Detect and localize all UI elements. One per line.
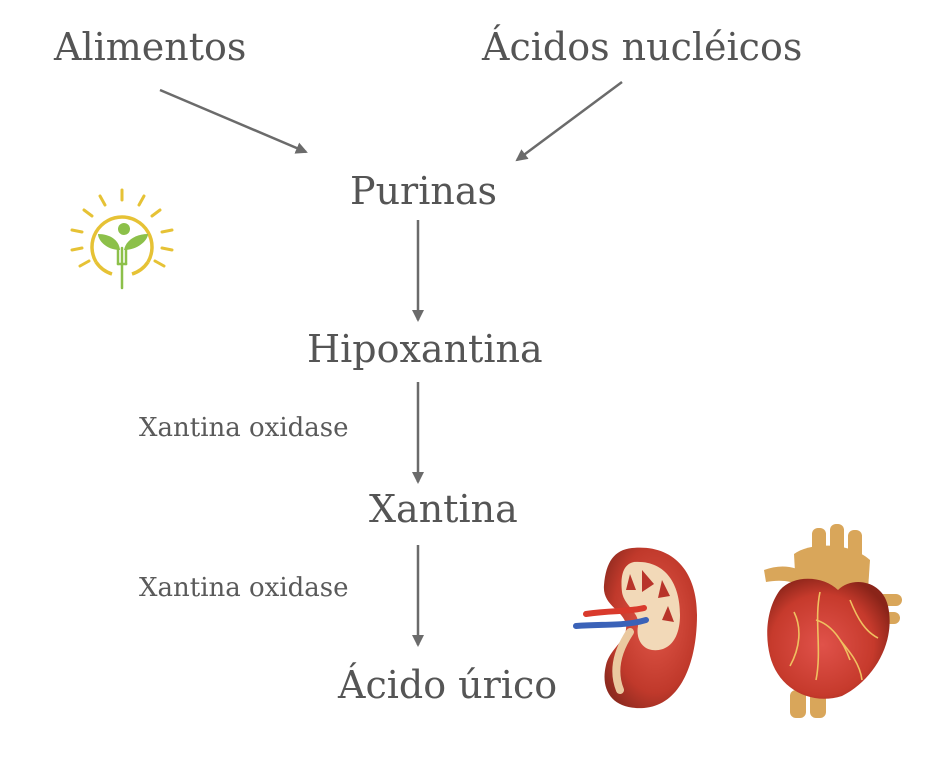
arrow-alimentos-purinas	[159, 88, 308, 154]
enzyme-label-step1: Xantina oxidase	[139, 413, 349, 443]
enzyme-label-step2: Xantina oxidase	[139, 573, 349, 603]
node-acidos-nucleicos: Ácidos nucléicos	[482, 25, 803, 69]
node-purinas: Purinas	[350, 169, 497, 213]
node-xantina: Xantina	[369, 487, 518, 531]
node-alimentos: Alimentos	[54, 25, 247, 69]
node-hipoxantina: Hipoxantina	[307, 327, 543, 371]
sun-leaf-fork-logo-icon	[70, 188, 174, 290]
kidney-illustration-icon	[573, 547, 697, 709]
arrow-acidos-purinas	[515, 80, 623, 162]
heart-illustration-icon	[764, 524, 902, 718]
node-acido-urico: Ácido úrico	[338, 663, 558, 707]
